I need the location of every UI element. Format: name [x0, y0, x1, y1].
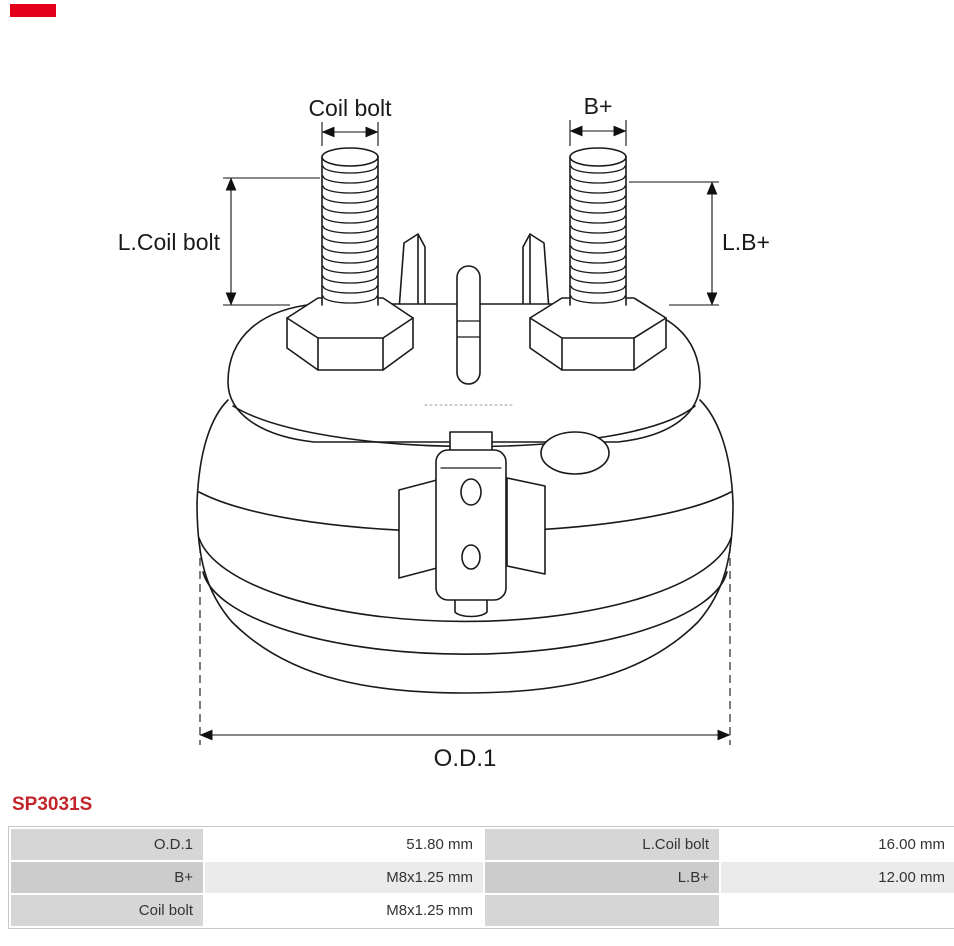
spec-label: Coil bolt	[11, 895, 203, 926]
side-hole	[540, 431, 610, 475]
center-slot	[456, 265, 481, 385]
dim-l-coil-bolt	[223, 177, 320, 306]
dim-b-plus	[569, 120, 627, 146]
table-row: B+ M8x1.25 mm L.B+ 12.00 mm	[11, 862, 954, 893]
spec-label: O.D.1	[11, 829, 203, 860]
label-l-b-plus: L.B+	[722, 229, 770, 255]
spec-label: B+	[11, 862, 203, 893]
technical-diagram: Coil bolt B+ L.Coil bolt L.B+ O.D.1	[118, 93, 770, 772]
label-l-coil-bolt: L.Coil bolt	[118, 229, 221, 255]
label-b-plus: B+	[584, 93, 613, 119]
right-hex-nut	[529, 297, 667, 371]
label-od1: O.D.1	[434, 745, 497, 772]
dim-od1	[199, 545, 731, 745]
table-row: O.D.1 51.80 mm L.Coil bolt 16.00 mm	[11, 829, 954, 860]
label-coil-bolt: Coil bolt	[308, 95, 392, 121]
spec-label	[485, 895, 719, 926]
left-hex-nut	[286, 297, 414, 371]
part-number: SP3031S	[12, 794, 93, 815]
spec-value	[721, 895, 954, 926]
dimension-lines	[199, 120, 731, 745]
dim-l-b-plus	[629, 181, 719, 306]
spec-label: L.B+	[485, 862, 719, 893]
spec-value: 51.80 mm	[205, 829, 483, 860]
spec-value: M8x1.25 mm	[205, 862, 483, 893]
spec-label: L.Coil bolt	[485, 829, 719, 860]
dim-coil-bolt	[321, 122, 379, 146]
spec-value: M8x1.25 mm	[205, 895, 483, 926]
coil-bolt-stud	[321, 147, 379, 306]
spec-value: 12.00 mm	[721, 862, 954, 893]
contact-bracket	[398, 431, 546, 618]
solenoid-cap-drawing	[196, 147, 734, 694]
table-row: Coil bolt M8x1.25 mm	[11, 895, 954, 926]
spec-table: O.D.1 51.80 mm L.Coil bolt 16.00 mm B+ M…	[8, 826, 954, 929]
brand-badge	[10, 4, 56, 17]
b-plus-stud	[569, 147, 627, 306]
spec-value: 16.00 mm	[721, 829, 954, 860]
